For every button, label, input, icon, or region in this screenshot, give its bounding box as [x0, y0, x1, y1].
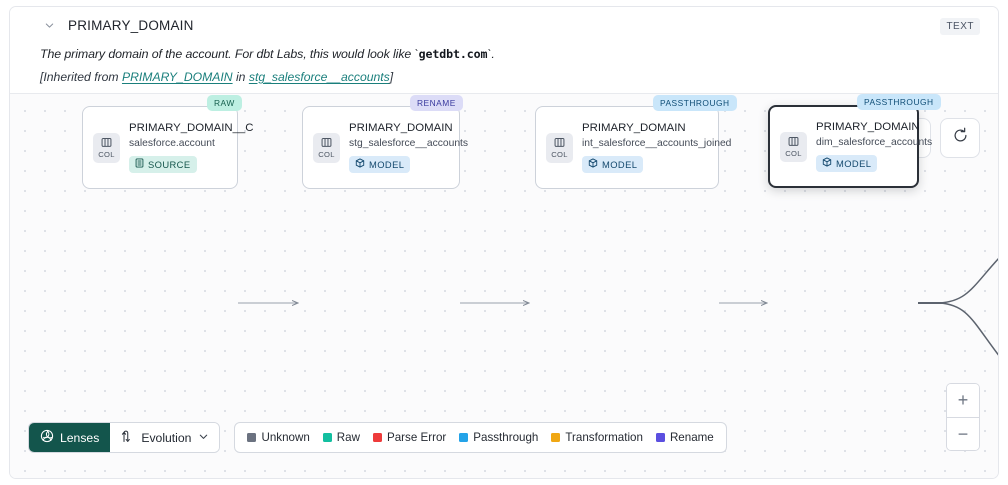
node-subtitle-4: dim_salesforce_accounts [816, 137, 933, 148]
header-title-row: PRIMARY_DOMAIN [28, 7, 980, 38]
node-title-4: PRIMARY_DOMAIN [816, 121, 920, 133]
graph-bottom-bar: Lenses Evolution [28, 422, 727, 453]
node-body-3: PRIMARY_DOMAIN int_salesforce__accounts_… [582, 122, 731, 173]
node-body-1: PRIMARY_DOMAIN__C salesforce.account SOU… [129, 122, 254, 173]
description-code: getdbt.com [418, 47, 488, 61]
col-icon-label-3: COL [551, 149, 568, 159]
source-table-icon [135, 158, 144, 170]
inherited-from-line: [Inherited from PRIMARY_DOMAIN in stg_sa… [40, 70, 980, 84]
legend-item: Parse Error [373, 431, 446, 444]
chevron-down-icon[interactable] [40, 16, 58, 34]
node-kind-badge-3: MODEL [582, 155, 644, 173]
node-pill-3: PASSTHROUGH [653, 95, 737, 111]
lineage-edges [238, 258, 998, 356]
model-cube-icon [588, 158, 598, 170]
refresh-icon [952, 127, 969, 149]
lineage-node-4[interactable]: COL PRIMARY_DOMAIN dim_salesforce_accoun… [768, 105, 932, 188]
legend-swatch [655, 433, 665, 442]
zoom-in-button[interactable]: + [947, 384, 979, 417]
inherited-in-word: in [232, 70, 249, 84]
node-kind-badge-2: MODEL [349, 155, 411, 173]
node-subtitle-3: int_salesforce__accounts_joined [582, 138, 732, 149]
panel-header: PRIMARY_DOMAIN TEXT The primary domain o… [10, 7, 998, 93]
node-pill-2: RENAME [410, 95, 463, 111]
legend-label: Unknown [261, 431, 310, 444]
column-description: The primary domain of the account. For d… [40, 47, 980, 61]
legend-item: Unknown [247, 431, 310, 444]
node-kind-label-3: MODEL [602, 158, 638, 170]
page-title: PRIMARY_DOMAIN [68, 17, 194, 33]
inherited-model-link[interactable]: stg_salesforce__accounts [248, 70, 390, 84]
column-detail-panel: PRIMARY_DOMAIN TEXT The primary domain o… [9, 6, 999, 479]
legend-item: Transformation [551, 431, 643, 444]
legend-swatch [322, 433, 332, 442]
status-badge: TEXT [940, 18, 980, 35]
col-icon-label-2: COL [318, 149, 335, 159]
col-icon-1: COL [93, 132, 120, 163]
lineage-graph-canvas[interactable]: Full Lineage + − RAW [10, 93, 998, 478]
node-kind-label-4: MODEL [836, 157, 872, 169]
description-suffix: `. [487, 47, 495, 61]
node-kind-badge-1: SOURCE [129, 155, 197, 173]
evolution-label: Evolution [141, 430, 192, 445]
node-body-2: PRIMARY_DOMAIN stg_salesforce__accounts … [349, 122, 468, 173]
legend-item: Rename [655, 431, 714, 444]
col-icon-3: COL [546, 132, 573, 163]
legend-swatch [247, 433, 257, 442]
legend-swatch [551, 433, 561, 442]
node-title-1: PRIMARY_DOMAIN__C [129, 122, 254, 134]
inherited-column-link[interactable]: PRIMARY_DOMAIN [121, 70, 233, 84]
col-icon-2: COL [313, 132, 340, 163]
legend-label: Rename [669, 431, 714, 444]
legend-swatch [459, 433, 469, 442]
aperture-icon [40, 429, 54, 446]
description-prefix: The primary domain of the account. For d… [40, 47, 419, 61]
node-subtitle-1: salesforce.account [129, 138, 215, 149]
legend-label: Raw [336, 431, 360, 444]
node-pill-1: RAW [207, 95, 242, 111]
lineage-node-3[interactable]: COL PRIMARY_DOMAIN int_salesforce__accou… [535, 106, 731, 189]
model-cube-icon [355, 158, 365, 170]
inherited-close-bracket: ] [389, 70, 394, 84]
legend-item: Passthrough [459, 431, 538, 444]
lineage-legend: Unknown Raw Parse Error Passthrough [234, 422, 727, 453]
lenses-label: Lenses [60, 430, 100, 445]
node-title-2: PRIMARY_DOMAIN [349, 122, 453, 134]
node-kind-label-2: MODEL [369, 158, 405, 170]
evolution-dropdown[interactable]: Evolution [110, 423, 220, 452]
refresh-button[interactable] [940, 118, 980, 158]
lineage-node-2[interactable]: COL PRIMARY_DOMAIN stg_salesforce__accou… [302, 106, 468, 189]
node-kind-badge-4: MODEL [816, 154, 878, 172]
inherited-open-bracket: [Inherited from [40, 70, 122, 84]
node-kind-label-1: SOURCE [148, 158, 191, 170]
col-icon-label-4: COL [785, 148, 802, 158]
lenses-button[interactable]: Lenses [29, 423, 111, 452]
zoom-out-button[interactable]: − [947, 417, 979, 450]
legend-item: Raw [322, 431, 360, 444]
chevron-down-icon [198, 431, 209, 445]
legend-label: Passthrough [473, 431, 539, 444]
col-icon-4: COL [780, 131, 807, 162]
node-subtitle-2: stg_salesforce__accounts [349, 138, 469, 149]
lenses-evolution-group: Lenses Evolution [28, 422, 221, 453]
node-body-4: PRIMARY_DOMAIN dim_salesforce_accounts M… [816, 121, 932, 172]
node-title-3: PRIMARY_DOMAIN [582, 122, 686, 134]
col-icon-label-1: COL [98, 149, 115, 159]
lineage-node-1[interactable]: COL PRIMARY_DOMAIN__C salesforce.account [82, 106, 254, 189]
model-cube-icon [822, 157, 832, 169]
evolution-arrows-icon [120, 429, 134, 447]
legend-swatch [373, 433, 382, 442]
zoom-controls: + − [946, 383, 980, 451]
node-pill-4: PASSTHROUGH [857, 94, 941, 110]
legend-label: Transformation [565, 431, 643, 444]
legend-label: Parse Error [387, 431, 447, 444]
